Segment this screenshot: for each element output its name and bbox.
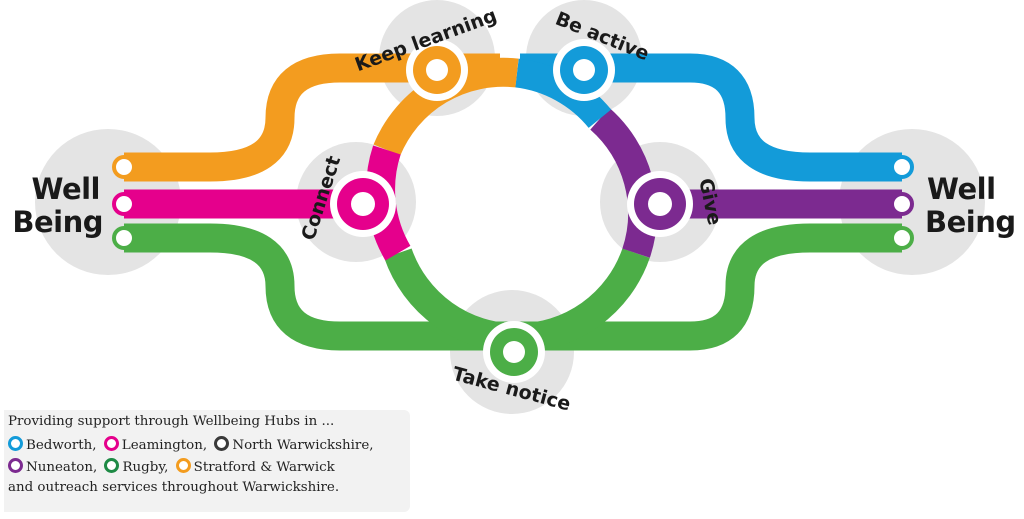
station-give [627, 171, 693, 237]
left-hub-label-line2: Being [12, 205, 103, 239]
left-stop-orange [112, 155, 136, 179]
right-hub-label-line2: Being [925, 205, 1016, 239]
orange-line-left [124, 53, 500, 182]
right-stop-purple [890, 192, 914, 216]
left-hub-stops [112, 155, 136, 250]
station-keep-learning [406, 39, 468, 101]
hubs-legend: Providing support through Wellbeing Hubs… [4, 410, 410, 512]
right-stop-green [890, 226, 914, 250]
right-hub-label-line1: Well [927, 172, 996, 206]
nuneaton-marker-icon [8, 458, 23, 473]
right-stop-blue [890, 155, 914, 179]
legend-intro: Providing support through Wellbeing Hubs… [8, 414, 335, 429]
station-connect [330, 171, 396, 237]
green-line-left [124, 223, 520, 351]
legend-location-leamington: Leamington, [121, 438, 208, 453]
station-take-notice [483, 321, 545, 383]
legend-location-nuneaton: Nuneaton, [26, 460, 98, 475]
rugby-marker-icon [104, 458, 120, 473]
legend-location-stratford-warwick: Stratford & Warwick [193, 460, 335, 475]
bedworth-marker-icon [8, 436, 23, 451]
left-stop-magenta [112, 192, 136, 216]
right-hub-stops [890, 155, 914, 250]
north-warwickshire-marker-icon [214, 436, 230, 451]
left-hub-label-line1: Well [31, 172, 100, 206]
legend-row-1: Bedworth, Leamington, North Warwickshire… [8, 436, 374, 453]
stratford-warwick-marker-icon [175, 458, 191, 473]
legend-location-rugby: Rugby, [122, 460, 169, 475]
left-stop-green [112, 226, 136, 250]
legend-location-north-warwickshire: North Warwickshire, [232, 438, 374, 453]
station-be-active [553, 39, 615, 101]
legend-outro: and outreach services throughout Warwick… [8, 480, 340, 495]
leamington-marker-icon [103, 436, 119, 451]
blue-line-right [520, 53, 902, 182]
green-line-right [500, 223, 902, 351]
legend-location-bedworth: Bedworth, [26, 438, 97, 453]
legend-row-2: Nuneaton, Rugby, Stratford & Warwick [8, 458, 335, 475]
